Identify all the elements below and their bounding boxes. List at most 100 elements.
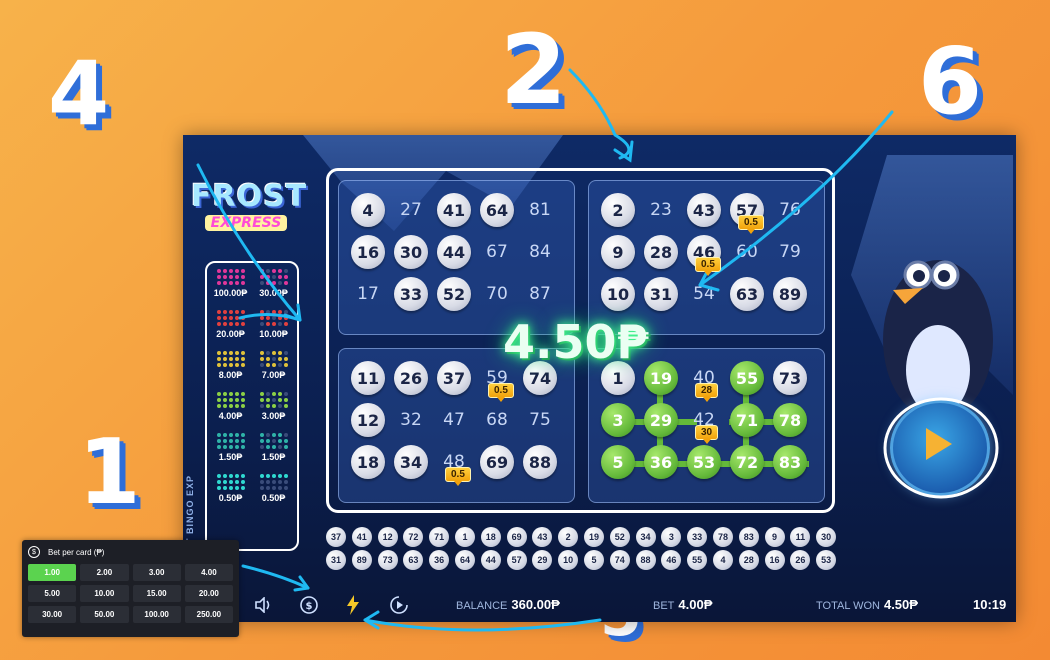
paytable-entry: 20.00₱: [211, 310, 250, 339]
card-number: 11: [351, 361, 385, 395]
paytable-pattern: [259, 351, 288, 367]
card-number: 76: [779, 200, 801, 220]
card-number: 84: [529, 242, 551, 262]
bet-option-button[interactable]: 30.00: [28, 606, 77, 623]
paytable-value: 20.00₱: [216, 329, 245, 339]
card-number: 64: [480, 193, 514, 227]
card-number: 5: [601, 445, 635, 479]
drawn-ball: 31: [326, 550, 346, 570]
paytable-pattern: [259, 310, 288, 326]
total-won-label: TOTAL WON: [816, 600, 880, 612]
bet-option-button[interactable]: 250.00: [184, 606, 233, 623]
paytable-value: 0.50₱: [261, 493, 286, 503]
paytable-entry: 100.00₱: [211, 269, 250, 298]
drawn-ball: 34: [635, 527, 656, 547]
paytable-entry: 1.50₱: [211, 433, 250, 462]
paytable-value: 4.00₱: [218, 411, 243, 421]
bet-option-button[interactable]: 15.00: [132, 585, 181, 602]
bet-option-button[interactable]: 1.00: [28, 564, 77, 581]
drawn-ball: 57: [506, 550, 527, 570]
bet-option-button[interactable]: 100.00: [132, 606, 181, 623]
card-number: 23: [650, 200, 672, 220]
drawn-ball: 55: [687, 550, 708, 570]
bet-option-button[interactable]: 50.00: [80, 606, 129, 623]
card-number: 30: [394, 235, 428, 269]
play-button[interactable]: [882, 396, 1000, 500]
paytable-value: 1.50₱: [261, 452, 286, 462]
autoplay-icon[interactable]: [389, 595, 409, 615]
annotation-2: 2: [500, 14, 567, 126]
card-number: 72: [730, 445, 764, 479]
play-icon: [926, 428, 952, 460]
drawn-ball: 71: [429, 527, 450, 547]
paytable-entry: 0.50₱: [211, 474, 250, 503]
card-number: 69: [480, 445, 514, 479]
card-number: 10: [601, 277, 635, 311]
card-number: 78: [773, 403, 807, 437]
drawn-ball: 33: [687, 527, 708, 547]
logo-line2: EXPRESS: [204, 215, 288, 231]
paytable-entry: 8.00₱: [211, 351, 250, 380]
bet-option-button[interactable]: 10.00: [80, 585, 129, 602]
bet-option-button[interactable]: 4.00: [184, 564, 233, 581]
drawn-ball: 5: [583, 550, 604, 570]
card-number: 29: [644, 403, 678, 437]
bet-option-button[interactable]: 2.00: [80, 564, 129, 581]
card-number: 67: [486, 242, 508, 262]
speaker-icon[interactable]: [253, 595, 273, 615]
card-number: 33: [394, 277, 428, 311]
bet-panel-header: $ Bet per card (₱): [28, 546, 233, 558]
drawn-ball: 28: [738, 550, 759, 570]
drawn-ball: 26: [790, 550, 811, 570]
drawn-ball: 19: [583, 527, 604, 547]
card-number: 71: [730, 403, 764, 437]
card-number: 52: [437, 277, 471, 311]
coin-icon[interactable]: $: [299, 595, 319, 615]
card-number: 73: [773, 361, 807, 395]
drawn-ball: 78: [712, 527, 733, 547]
card-number: 37: [437, 361, 471, 395]
card-number: 18: [351, 445, 385, 479]
annotation-6: 6: [918, 28, 983, 135]
card-number: 16: [351, 235, 385, 269]
card-number: 26: [394, 361, 428, 395]
card-number: 83: [773, 445, 807, 479]
balance-label: BALANCE: [456, 600, 508, 612]
lightning-icon[interactable]: [343, 595, 363, 615]
svg-text:$: $: [306, 601, 313, 612]
coin-icon: $: [28, 546, 40, 558]
card-number: 89: [773, 277, 807, 311]
drawn-ball: 88: [635, 550, 656, 570]
annotation-4: 4: [48, 42, 110, 145]
card-number: 63: [730, 277, 764, 311]
paytable-value: 30.00₱: [259, 288, 288, 298]
paytable-pattern: [259, 269, 288, 285]
card-number: 55: [730, 361, 764, 395]
drawn-ball: 74: [609, 550, 630, 570]
card-number: 27: [400, 200, 422, 220]
paytable-pattern: [259, 474, 288, 490]
paytable-value: 0.50₱: [218, 493, 243, 503]
paytable-pattern: [216, 351, 245, 367]
win-amount: 4.50₱: [503, 315, 649, 369]
bet-option-button[interactable]: 5.00: [28, 585, 77, 602]
bet-option-button[interactable]: 20.00: [184, 585, 233, 602]
card-number: 12: [351, 403, 385, 437]
card-number: 88: [523, 445, 557, 479]
drawn-ball: 72: [403, 527, 424, 547]
paytable-value: 100.00₱: [213, 288, 248, 298]
card-number: 2: [601, 193, 635, 227]
card-number: 34: [394, 445, 428, 479]
paytable-value: 1.50₱: [218, 452, 243, 462]
card-number: 70: [486, 284, 508, 304]
bet-option-button[interactable]: 3.00: [132, 564, 181, 581]
card-number: 9: [601, 235, 635, 269]
